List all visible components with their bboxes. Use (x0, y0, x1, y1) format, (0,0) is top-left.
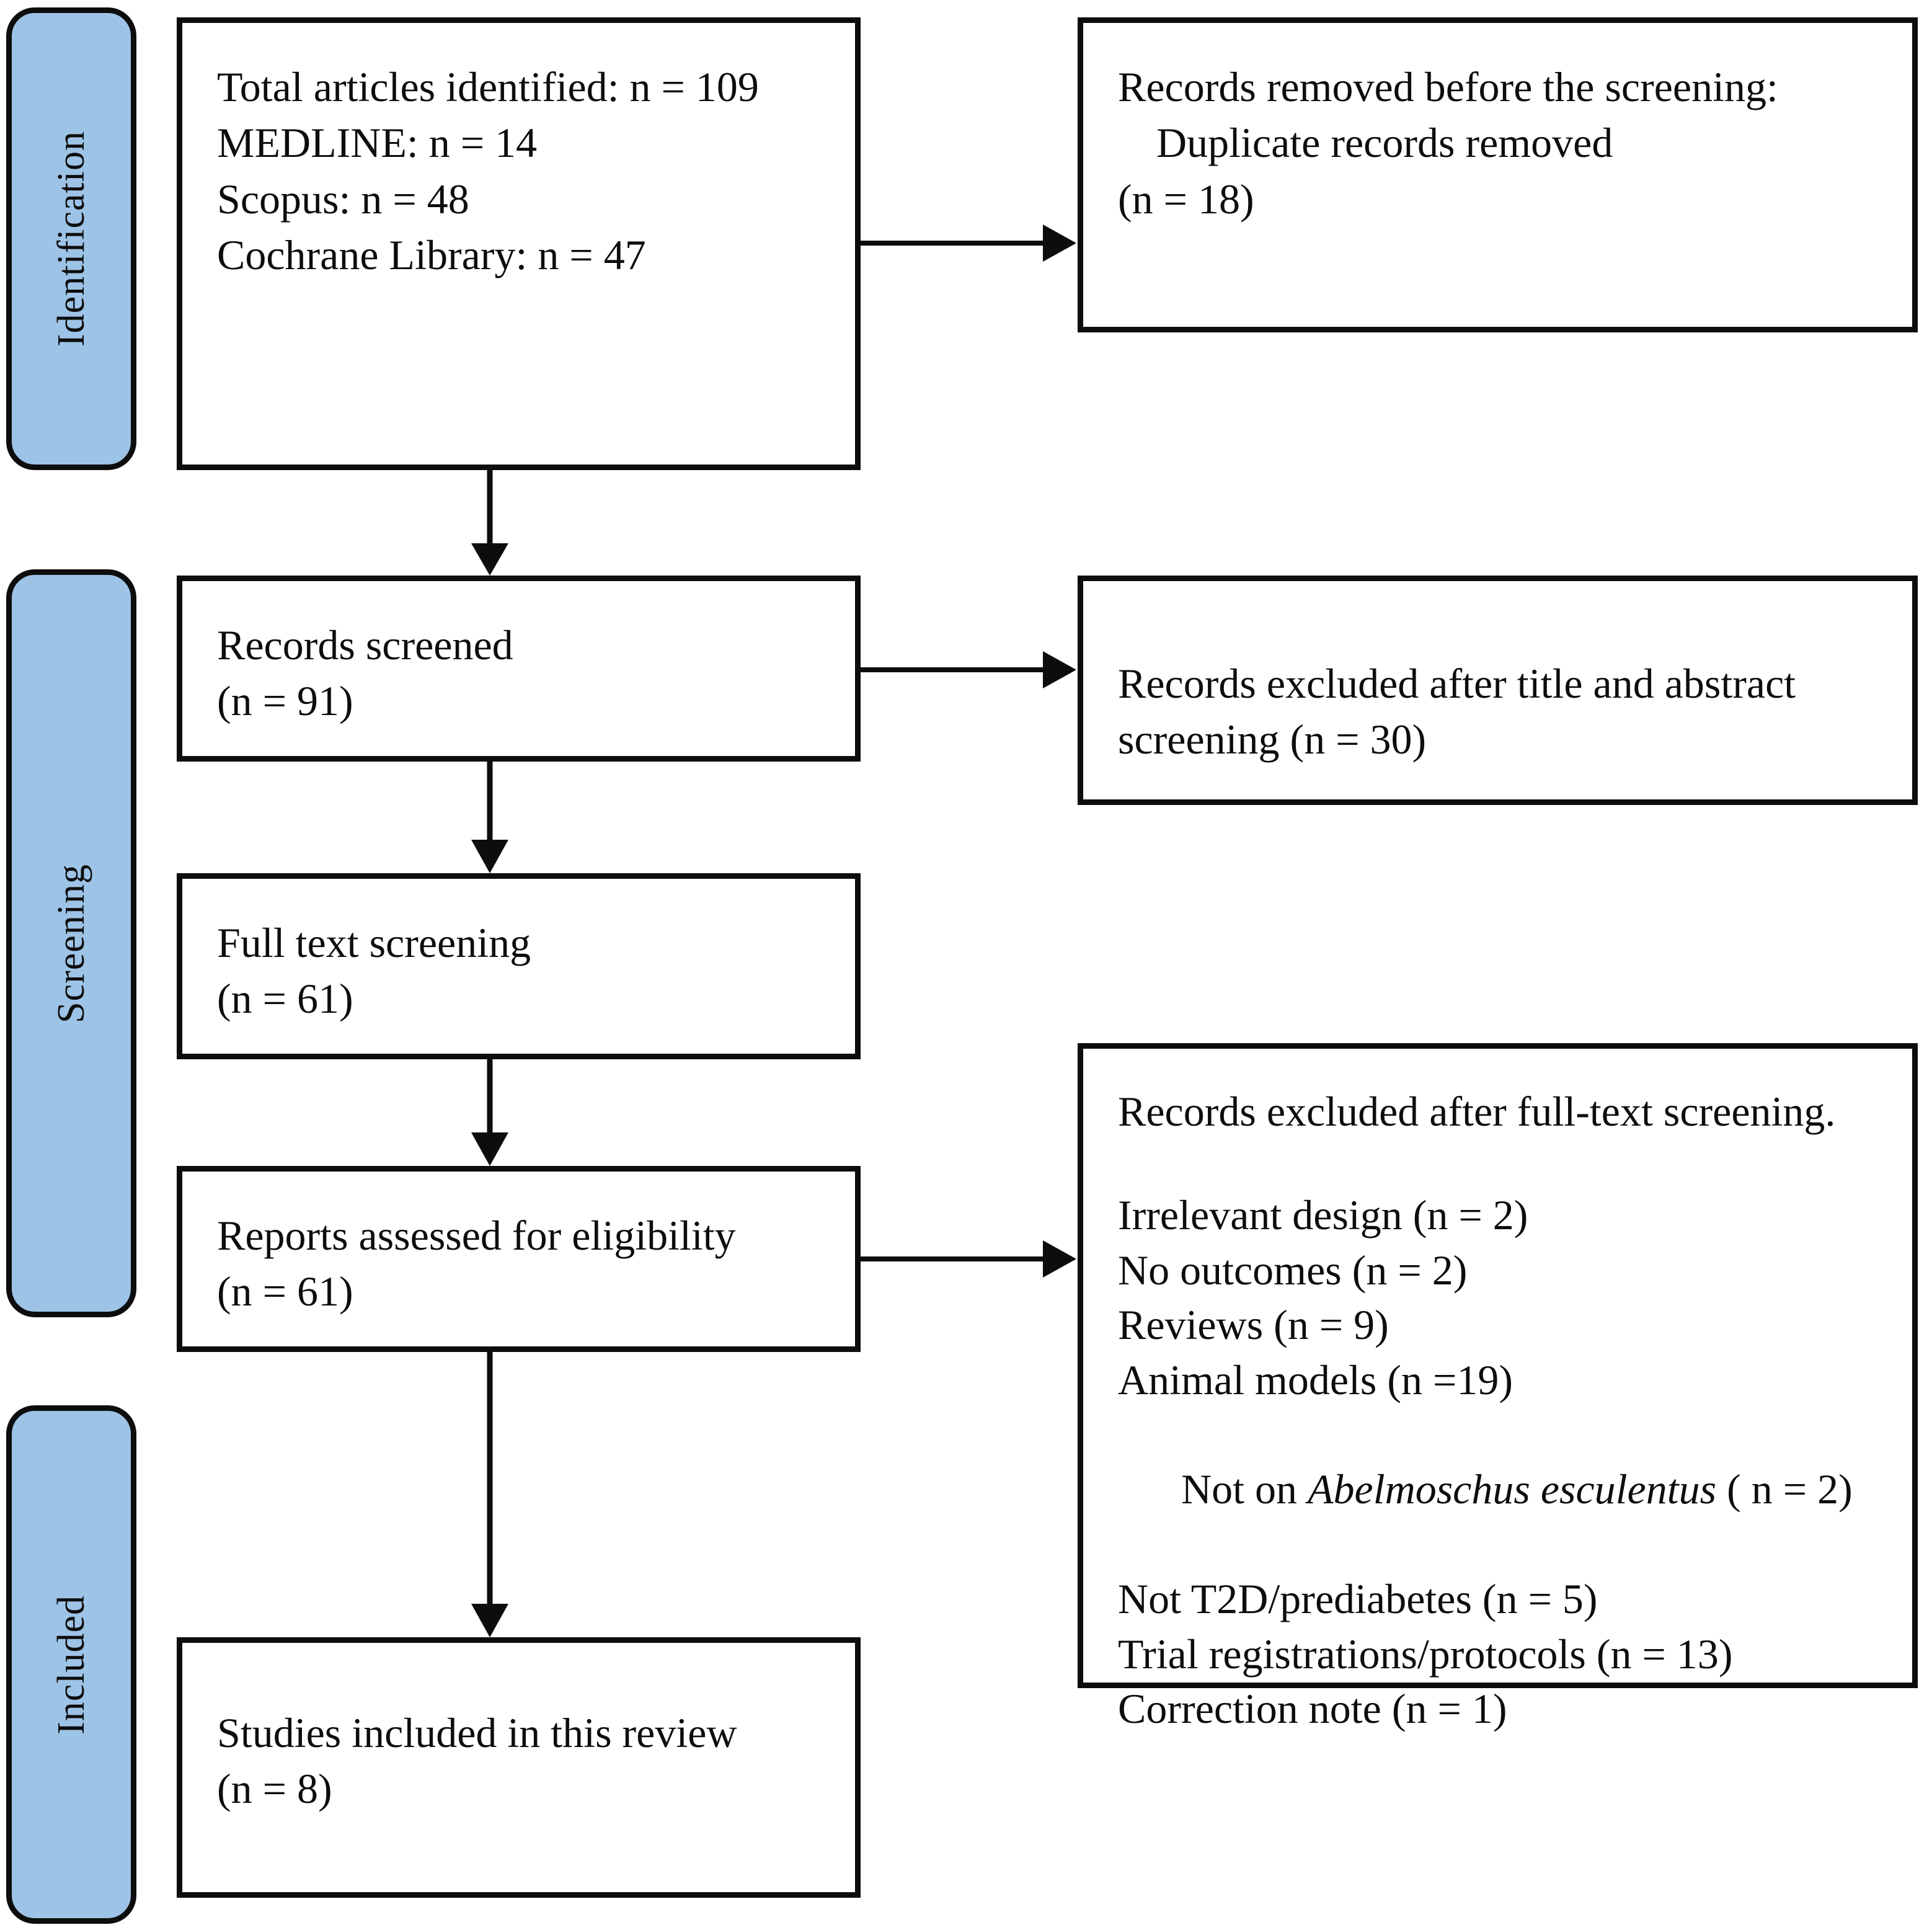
removed-line-heading: Records removed before the screening: (1118, 63, 1778, 110)
box-records-removed-before-screening: Records removed before the screening: Du… (1078, 17, 1918, 332)
assessed-line-label: Reports assessed for eligibility (217, 1212, 736, 1259)
identified-line-medline: MEDLINE: n = 14 (217, 119, 538, 167)
identified-line-scopus: Scopus: n = 48 (217, 175, 469, 223)
excluded-ft-heading: Records excluded after full-text screeni… (1118, 1088, 1836, 1135)
stage-pill-screening: Screening (6, 569, 136, 1317)
stage-label-included: Included (50, 1594, 92, 1735)
excluded-ft-reason-reviews: Reviews (n = 9) (1118, 1301, 1389, 1349)
stage-pill-included: Included (6, 1405, 136, 1924)
excluded-ft-reason-not-abelmoschus: Not on Abelmoschus esculentus ( n = 2) (1118, 1407, 1877, 1572)
box-studies-included: Studies included in this review (n = 8) (177, 1637, 861, 1898)
screened-line-count: (n = 91) (217, 677, 353, 725)
box-reports-assessed-eligibility: Reports assessed for eligibility (n = 61… (177, 1166, 861, 1352)
excluded-ft-reason-not-abelmoschus-species: Abelmoschus esculentus (1308, 1465, 1717, 1513)
removed-line-duplicates: Duplicate records removed (1156, 119, 1613, 167)
excluded-ft-reason-trial-registrations: Trial registrations/protocols (n = 13) (1118, 1630, 1733, 1678)
box-records-excluded-full-text: Records excluded after full-text screeni… (1078, 1043, 1918, 1732)
connector-identified-to-records-screened (465, 470, 515, 577)
included-line-count: (n = 8) (217, 1765, 332, 1813)
excluded-ft-reason-animal-models: Animal models (n =19) (1118, 1356, 1513, 1403)
included-line-label: Studies included in this review (217, 1709, 737, 1756)
excluded-ft-reason-correction-note: Correction note (n = 1) (1118, 1684, 1507, 1732)
excluded-ta-line-1: Records excluded after title and abstrac… (1118, 660, 1796, 707)
excluded-ft-reason-not-t2d: Not T2D/prediabetes (n = 5) (1118, 1575, 1598, 1623)
connector-reports-assessed-to-excluded-full-text (861, 1234, 1079, 1284)
box-articles-identified: Total articles identified: n = 109 MEDLI… (177, 17, 861, 470)
box-full-text-screening: Full text screening (n = 61) (177, 873, 861, 1059)
assessed-line-count: (n = 61) (217, 1268, 353, 1315)
connector-identified-to-removed (861, 218, 1079, 268)
excluded-ft-reason-no-outcomes: No outcomes (n = 2) (1118, 1246, 1468, 1294)
excluded-ft-reason-not-abelmoschus-suffix: ( n = 2) (1716, 1465, 1853, 1513)
box-records-screened: Records screened (n = 91) (177, 576, 861, 762)
removed-line-count: (n = 18) (1118, 175, 1254, 223)
identified-line-cochrane: Cochrane Library: n = 47 (217, 231, 646, 279)
connector-records-screened-to-full-text (465, 762, 515, 874)
fulltext-line-label: Full text screening (217, 919, 531, 966)
stage-label-identification: Identification (50, 131, 92, 347)
identified-line-total: Total articles identified: n = 109 (217, 63, 759, 110)
connector-full-text-to-reports-assessed (465, 1059, 515, 1167)
box-records-excluded-title-abstract: Records excluded after title and abstrac… (1078, 576, 1918, 805)
connector-records-screened-to-excluded-title-abstract (861, 645, 1079, 695)
excluded-ft-reason-not-abelmoschus-prefix: Not on (1181, 1465, 1308, 1513)
stage-pill-identification: Identification (6, 7, 136, 470)
fulltext-line-count: (n = 61) (217, 975, 353, 1023)
excluded-ft-reason-irrelevant-design: Irrelevant design (n = 2) (1118, 1191, 1528, 1239)
stage-label-screening: Screening (50, 863, 92, 1023)
screened-line-label: Records screened (217, 621, 513, 669)
connector-reports-assessed-to-studies-included (465, 1352, 515, 1639)
excluded-ta-line-2: screening (n = 30) (1118, 716, 1427, 763)
